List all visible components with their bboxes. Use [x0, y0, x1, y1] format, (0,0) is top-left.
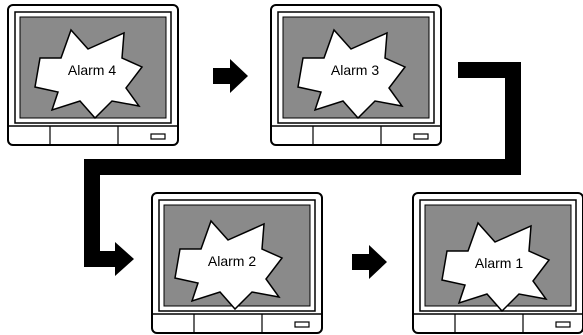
flow-connector [84, 62, 521, 267]
monitor-alarm-3: Alarm 3 [270, 4, 442, 146]
flow-arrow-3 [352, 245, 387, 279]
flow-arrow-2 [115, 242, 134, 276]
alarm-label: Alarm 4 [68, 62, 116, 78]
alarm-label: Alarm 3 [331, 62, 379, 78]
flow-arrow-1 [213, 59, 248, 93]
alarm-label: Alarm 1 [475, 255, 523, 271]
monitor-alarm-4: Alarm 4 [7, 4, 179, 146]
monitor-alarm-2: Alarm 2 [151, 192, 323, 334]
alarm-label: Alarm 2 [208, 253, 256, 269]
monitor-alarm-1: Alarm 1 [412, 192, 583, 334]
